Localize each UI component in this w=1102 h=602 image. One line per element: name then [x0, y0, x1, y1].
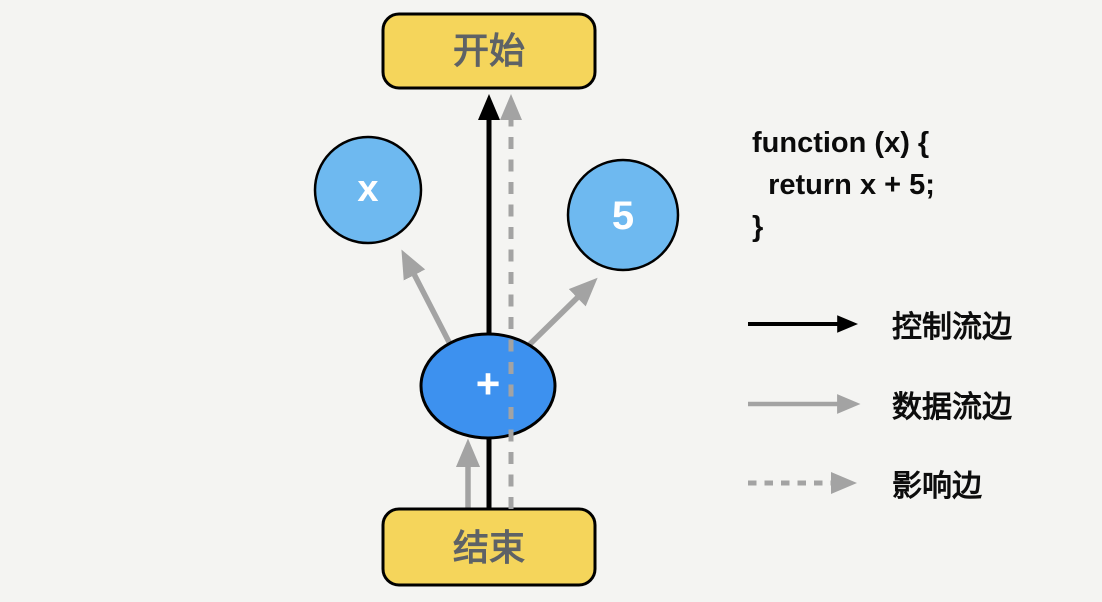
legend-label-control-flow: 控制流边: [892, 311, 1012, 344]
variable-x-node: [313, 135, 423, 245]
legend-item-influence: 影响边: [746, 463, 982, 503]
code-snippet: function (x) { return x + 5; }: [752, 127, 935, 243]
data-flow-arrow-icon: [748, 394, 861, 414]
legend-label-influence: 影响边: [892, 470, 982, 503]
variable-x-label: x: [357, 168, 378, 210]
control-flow-arrow-icon: [748, 315, 858, 333]
legend-item-control-flow: 控制流边: [746, 304, 1012, 344]
legend-item-data-flow: 数据流边: [746, 384, 1012, 424]
plus-operator-label: +: [476, 360, 501, 407]
end-node-label: 结束: [453, 527, 525, 568]
legend-label-data-flow: 数据流边: [892, 391, 1012, 424]
constant-5-node: [566, 158, 680, 272]
plus-operator-node: [419, 332, 557, 440]
influence-arrow-icon: [748, 471, 857, 494]
start-node: [381, 12, 597, 90]
end-node: [381, 507, 597, 587]
data-flow-edge-plus-to-x: [401, 249, 453, 346]
data-flow-edge-plus-to-5: [526, 277, 598, 348]
constant-5-label: 5: [612, 194, 634, 238]
start-node-label: 开始: [453, 30, 525, 71]
